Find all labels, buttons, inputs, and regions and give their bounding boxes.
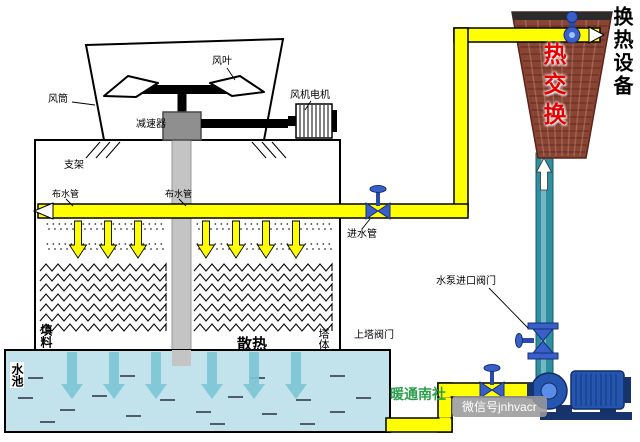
- label-fill-material: 填料: [39, 324, 53, 348]
- spray-flow-arrow-icon: [68, 220, 88, 259]
- pool-flow-arrow-icon: [103, 352, 125, 399]
- pool-outlet-pipe: [385, 417, 453, 433]
- pool-flow-arrow-icon: [285, 352, 307, 399]
- drive-shaft: [171, 137, 192, 351]
- flow-arrow-right-icon: [588, 26, 606, 44]
- fan-hub-bar: [136, 85, 232, 94]
- pool-flow-arrow-icon: [243, 352, 265, 399]
- watermark-publisher: 暖通南社: [390, 386, 446, 402]
- pool-flow-arrow-icon: [61, 352, 83, 399]
- pipe-corner-cover: [439, 417, 451, 431]
- fan-blade-right-icon: [209, 75, 265, 97]
- spray-flow-arrow-icon: [98, 220, 118, 259]
- label-dist-pipe-1: 布水管: [52, 189, 80, 199]
- label-dist-pipe-2: 布水管: [165, 189, 193, 199]
- pump-inlet-valve-icon: [479, 364, 505, 399]
- heat-exchanger-top-band: [512, 12, 612, 20]
- label-pointer-lines: [65, 67, 529, 329]
- fan-shaft: [177, 92, 187, 114]
- motor-link-bar: [201, 119, 288, 128]
- pipe-corner-cover: [439, 384, 451, 398]
- pipe-corner-cover: [455, 29, 467, 41]
- spray-arrows: [68, 220, 306, 259]
- label-reducer: 减速器: [136, 119, 166, 130]
- spray-flow-arrow-icon: [256, 220, 276, 259]
- label-inlet-pipe: 进水管: [347, 229, 377, 240]
- spray-flow-arrow-icon: [196, 220, 216, 259]
- flow-arrow-left-icon: [32, 202, 54, 220]
- fan-blade-left-icon: [103, 75, 159, 98]
- riser-pipe-highlight: [541, 153, 546, 393]
- label-fan-blade: 风叶: [212, 56, 232, 67]
- spray-flow-arrow-icon: [286, 220, 306, 259]
- pool-water-marks: [18, 375, 371, 425]
- inlet-valve-icon: [365, 185, 391, 220]
- label-pump-inlet-valve: 水泵进口阀门: [436, 276, 496, 287]
- label-heat-exchange: 热交换: [540, 42, 566, 132]
- watermark-wechat-badge: 微信号jnhvacr: [452, 396, 547, 417]
- water-pool-basin: [4, 349, 391, 433]
- pool-flow-arrows: [61, 352, 307, 399]
- reducer-box: [162, 111, 202, 141]
- distribution-pipe: [37, 203, 469, 219]
- fan-motor-icon: [288, 103, 337, 139]
- support-struts: [85, 141, 287, 159]
- flow-arrow-up-icon: [535, 157, 553, 191]
- fan-assembly: [103, 75, 337, 141]
- label-air-duct: 风筒: [48, 94, 68, 105]
- pool-flow-arrow-icon: [145, 352, 167, 399]
- spray-flow-arrow-icon: [226, 220, 246, 259]
- label-support: 支架: [64, 160, 84, 171]
- fill-material-texture: [39, 262, 333, 332]
- riser-valve-icon: [515, 322, 559, 360]
- pipe-corner-cover: [455, 205, 467, 217]
- label-upper-tower-valve: 上塔阀门: [354, 330, 394, 341]
- label-heat-exchange-equipment: 换热设备: [610, 6, 632, 98]
- label-tower-body: 塔体: [317, 328, 329, 350]
- spray-flow-arrow-icon: [128, 220, 148, 259]
- top-pipe-valve-icon: [563, 11, 581, 44]
- downcomer-hot-pipe: [453, 27, 469, 213]
- drive-shaft-tip: [172, 350, 191, 366]
- pool-flow-arrow-icon: [201, 352, 223, 399]
- label-heat-dissipation: 散热: [237, 336, 268, 353]
- label-water-pool: 水池: [10, 362, 24, 388]
- label-fan-motor: 风机电机: [290, 90, 330, 101]
